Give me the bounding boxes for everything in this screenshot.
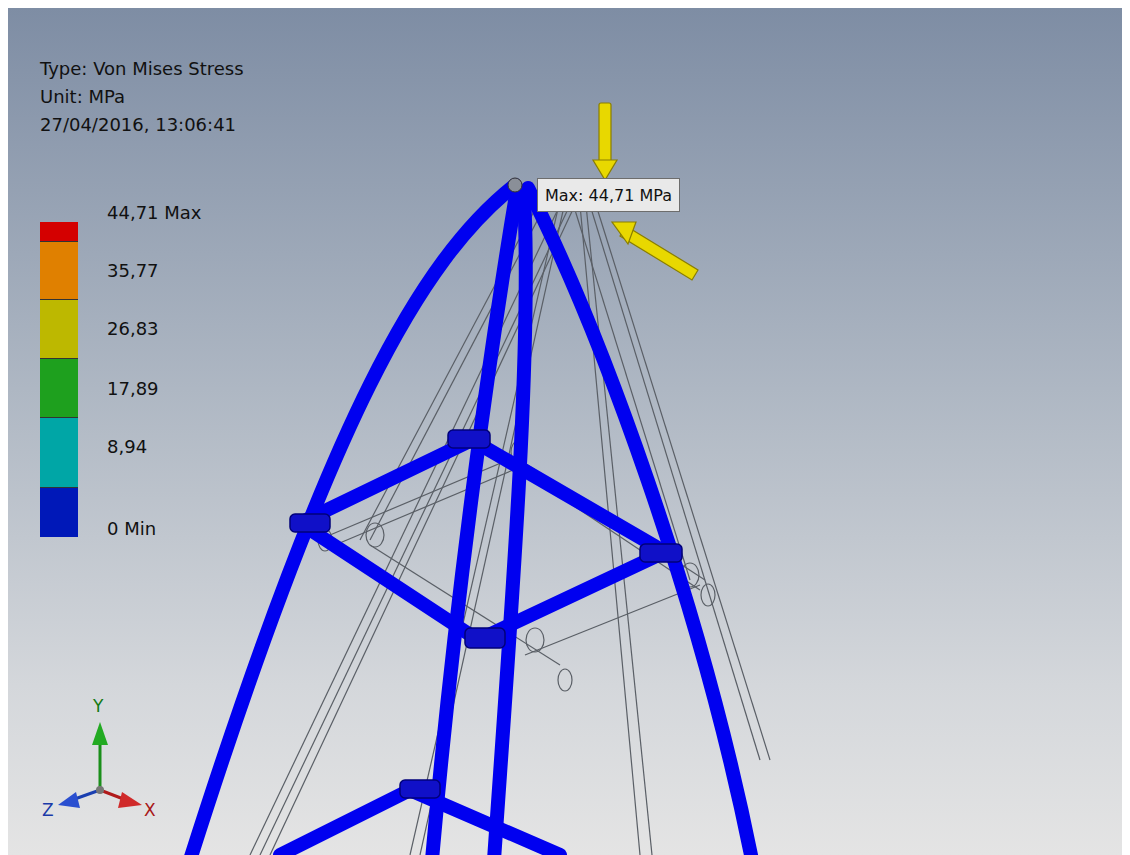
- legend-value: 17,89: [107, 378, 159, 399]
- legend-swatch: [40, 487, 78, 537]
- joint-clamps: [290, 430, 682, 798]
- result-type: Type: Von Mises Stress: [40, 58, 244, 79]
- legend-value: 8,94: [107, 436, 147, 457]
- legend-swatch: [40, 222, 78, 241]
- axis-label: X: [144, 800, 156, 820]
- callout-text: Max: 44,71 MPa: [545, 186, 679, 205]
- legend-value: 0 Min: [107, 518, 156, 539]
- legend-value: 44,71 Max: [107, 202, 201, 223]
- axis-label: Z: [42, 800, 54, 820]
- viewport-background: [8, 8, 1122, 855]
- legend-value: 35,77: [107, 260, 159, 281]
- axis-triad: [58, 722, 142, 808]
- max-point: [508, 178, 522, 192]
- legend-swatch: [40, 358, 78, 417]
- legend-value: 26,83: [107, 318, 159, 339]
- axis-label: Y: [93, 696, 103, 716]
- legend-swatch: [40, 241, 78, 299]
- result-timestamp: 27/04/2016, 13:06:41: [40, 114, 236, 135]
- result-unit: Unit: MPa: [40, 86, 125, 107]
- legend-swatch: [40, 417, 78, 487]
- max-callout: Max: 44,71 MPa: [537, 178, 680, 212]
- frame-tubes: [190, 185, 752, 855]
- legend-swatch: [40, 299, 78, 358]
